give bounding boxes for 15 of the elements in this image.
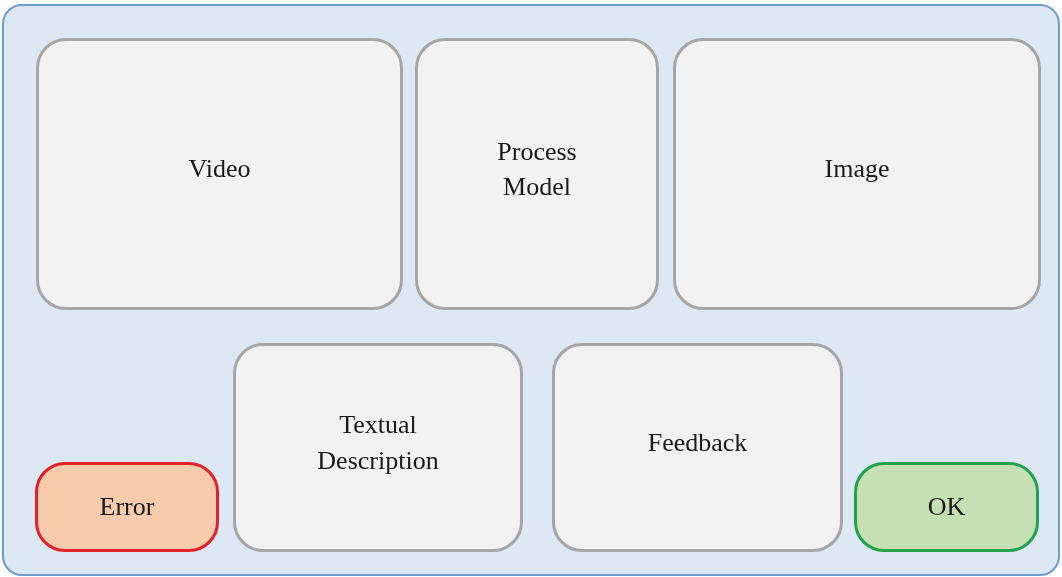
content-box bbox=[233, 343, 523, 552]
box-label: OK bbox=[927, 491, 966, 524]
panel-background bbox=[2, 4, 1060, 576]
box-label: Process Model bbox=[496, 135, 578, 203]
box-label: Textual Description bbox=[316, 409, 440, 477]
content-box bbox=[552, 343, 843, 552]
box-label: Error bbox=[99, 491, 155, 524]
box-label: Image bbox=[824, 153, 890, 186]
box-label: Video bbox=[188, 153, 251, 186]
content-box bbox=[673, 38, 1041, 310]
content-box bbox=[36, 38, 403, 310]
error-status-box bbox=[35, 462, 219, 552]
ok-status-box bbox=[854, 462, 1039, 552]
content-box bbox=[415, 38, 659, 310]
box-label: Feedback bbox=[647, 426, 748, 459]
